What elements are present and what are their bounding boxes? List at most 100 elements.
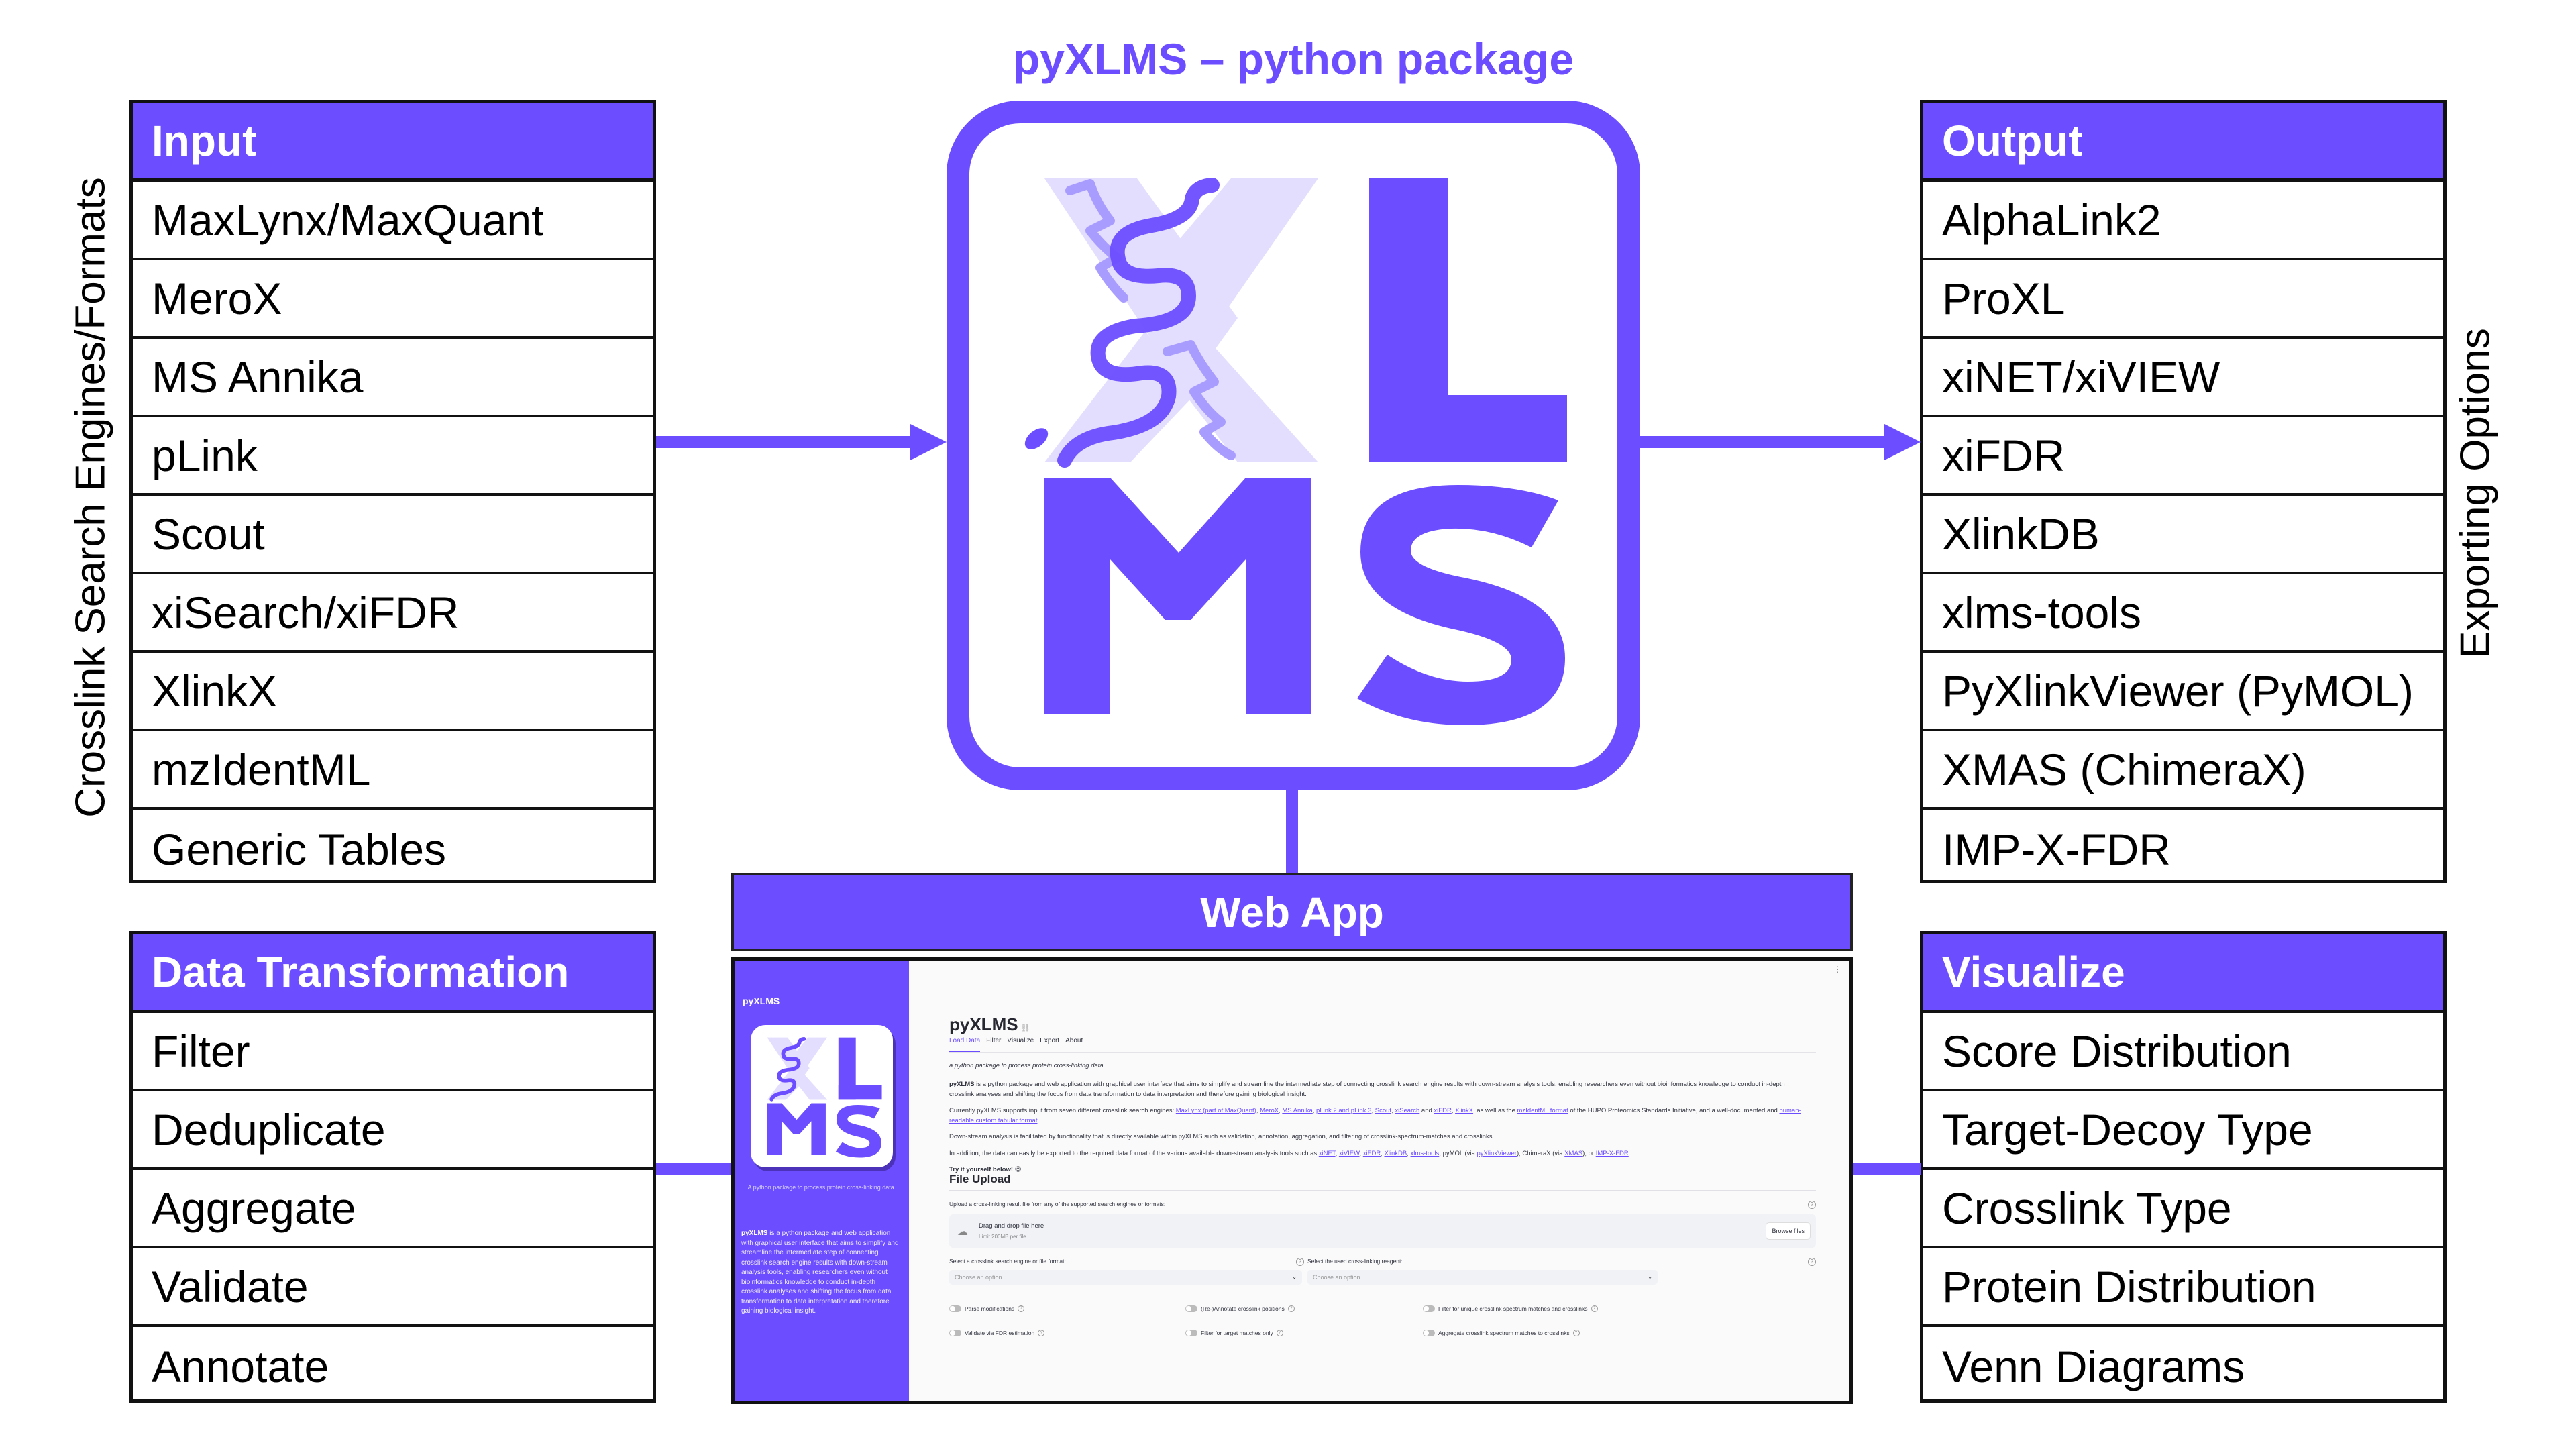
sidebar-description: pyXLMS is a python package and web appli… — [741, 1229, 902, 1317]
browse-files-button[interactable]: Browse files — [1766, 1222, 1811, 1240]
left-side-label: Crosslink Search Engines/Formats — [67, 177, 114, 818]
anchor-link-icon[interactable]: ⛓ — [1020, 1024, 1030, 1032]
help-icon[interactable]: ? — [1038, 1330, 1045, 1336]
output-item: AlphaLink2 — [1923, 182, 2443, 260]
input-item: pLink — [133, 417, 653, 496]
output-item: IMP-X-FDR — [1942, 824, 2171, 874]
toggle-aggregate[interactable]: Aggregate crosslink spectrum matches to … — [1423, 1330, 1580, 1336]
upload-help-icon[interactable]: ? — [1808, 1201, 1816, 1209]
link-pyxlinkviewer[interactable]: pyXlinkViewer — [1477, 1150, 1517, 1157]
try-it-text: Try it yourself below! 😉 — [949, 1166, 1022, 1173]
tab-filter[interactable]: Filter — [986, 1037, 1002, 1044]
link-mzidentml[interactable]: mzIdentML format — [1517, 1107, 1568, 1114]
link-xlinkx[interactable]: XlinkX — [1455, 1107, 1474, 1114]
right-side-label: Exporting Options — [2452, 328, 2499, 659]
cloud-upload-icon: ☁ — [957, 1226, 968, 1238]
link-ms-annika[interactable]: MS Annika — [1282, 1107, 1313, 1114]
input-item: XlinkX — [133, 653, 653, 731]
main-menu-icon[interactable]: ⋮ — [1833, 965, 1841, 974]
link-xisearch[interactable]: xiSearch — [1395, 1107, 1420, 1114]
chevron-down-icon: ⌄ — [1648, 1274, 1652, 1280]
link-xifdr-export[interactable]: xiFDR — [1362, 1150, 1381, 1157]
link-imp-x-fdr[interactable]: IMP-X-FDR — [1595, 1150, 1629, 1157]
dropzone-limit: Limit 200MB per file — [979, 1234, 1026, 1240]
link-scout[interactable]: Scout — [1375, 1107, 1392, 1114]
chevron-down-icon: ⌄ — [1292, 1274, 1297, 1280]
diagram-title: pyXLMS – python package — [1012, 34, 1574, 84]
transformation-to-webapp-connector — [656, 1163, 733, 1175]
tab-export[interactable]: Export — [1040, 1037, 1060, 1044]
export-prefix: In addition, the data can easily be expo… — [949, 1150, 1319, 1157]
toggle-validate-fdr[interactable]: Validate via FDR estimation? — [949, 1330, 1045, 1336]
visualize-item: Score Distribution — [1923, 1013, 2443, 1091]
help-icon[interactable]: ? — [1572, 1330, 1580, 1336]
link-xifdr[interactable]: xiFDR — [1434, 1107, 1452, 1114]
toggle-switch[interactable] — [1423, 1305, 1435, 1312]
data-transformation-item: Deduplicate — [133, 1091, 653, 1170]
link-xlinkdb[interactable]: XlinkDB — [1384, 1150, 1407, 1157]
input-item: Generic Tables — [152, 824, 447, 874]
upload-label: Upload a cross-linking result file from … — [949, 1201, 1166, 1208]
data-transformation-item: Validate — [133, 1248, 653, 1327]
export-paragraph: In addition, the data can easily be expo… — [949, 1150, 1631, 1157]
output-item: PyXlinkViewer (PyMOL) — [1923, 653, 2443, 731]
tab-about[interactable]: About — [1065, 1037, 1083, 1044]
input-item: mzIdentML — [133, 731, 653, 810]
page-title: pyXLMS⛓ — [949, 1014, 1030, 1035]
link-plink[interactable]: pLink 2 and pLink 3 — [1316, 1107, 1372, 1114]
tab-visualize[interactable]: Visualize — [1007, 1037, 1034, 1044]
select-reagent-dropdown[interactable]: Choose an option⌄ — [1307, 1270, 1658, 1285]
toggle-annotate-positions[interactable]: (Re-)Annotate crosslink positions? — [1185, 1305, 1295, 1312]
link-merox[interactable]: MeroX — [1260, 1107, 1279, 1114]
sidebar-caption: A python package to process protein cros… — [747, 1184, 896, 1191]
select-engine-dropdown[interactable]: Choose an option⌄ — [949, 1270, 1302, 1285]
file-dropzone[interactable]: ☁ Drag and drop file here Limit 200MB pe… — [949, 1214, 1816, 1248]
intro-bold: pyXLMS — [949, 1081, 975, 1088]
file-upload-heading: File Upload — [949, 1173, 1011, 1185]
pyxlms-logo — [947, 101, 1640, 790]
input-item: xiSearch/xiFDR — [133, 574, 653, 653]
data-transformation-header: Data Transformation — [133, 934, 653, 1013]
xlms-logo-icon — [767, 1036, 882, 1158]
link-xmas[interactable]: XMAS — [1564, 1150, 1583, 1157]
toggle-parse-modifications[interactable]: Parse modifications? — [949, 1305, 1025, 1312]
link-xinet[interactable]: xiNET — [1318, 1150, 1336, 1157]
select-engine-help-icon[interactable]: ? — [1296, 1258, 1304, 1266]
data-transformation-item: Annotate — [152, 1341, 329, 1391]
visualize-table: Visualize Score Distribution Target-Deco… — [1920, 931, 2447, 1403]
webapp-sidebar: pyXLMS A python package to process prote… — [735, 961, 909, 1401]
sidebar-description-bold: pyXLMS — [741, 1230, 768, 1237]
output-item: xiNET/xiVIEW — [1923, 339, 2443, 417]
tab-load-data[interactable]: Load Data — [949, 1036, 981, 1052]
toggle-switch[interactable] — [949, 1305, 961, 1312]
select-engine-label: Select a crosslink search engine or file… — [949, 1258, 1066, 1265]
engines-mid: of the HUPO Proteomics Standards Initiat… — [1568, 1107, 1780, 1114]
link-maxlynx[interactable]: MaxLynx (part of MaxQuant) — [1175, 1107, 1256, 1114]
toggle-switch[interactable] — [1185, 1330, 1197, 1336]
toggle-switch[interactable] — [949, 1330, 961, 1336]
link-xlms-tools[interactable]: xlms-tools — [1410, 1150, 1440, 1157]
help-icon[interactable]: ? — [1287, 1305, 1295, 1312]
input-table-header: Input — [133, 103, 653, 182]
tab-bar: Load Data Filter Visualize Export About — [949, 1036, 1816, 1053]
downstream-paragraph: Down-stream analysis is facilitated by f… — [949, 1133, 1495, 1140]
logo-to-webapp-connector — [1286, 785, 1298, 874]
webapp-main: ⋮ pyXLMS⛓ Load Data Filter Visualize Exp… — [909, 961, 1849, 1401]
toggle-filter-unique[interactable]: Filter for unique crosslink spectrum mat… — [1423, 1305, 1598, 1312]
input-item: MeroX — [133, 260, 653, 339]
help-icon[interactable]: ? — [1591, 1305, 1598, 1312]
link-custom-format[interactable]: human-readable custom tabular format — [949, 1107, 1801, 1124]
input-item: Scout — [133, 496, 653, 574]
intro-text: is a python package and web application … — [949, 1081, 1785, 1098]
data-transformation-item: Aggregate — [133, 1170, 653, 1248]
visualize-item: Crosslink Type — [1923, 1170, 2443, 1248]
help-icon[interactable]: ? — [1018, 1305, 1025, 1312]
toggle-target-only[interactable]: Filter for target matches only? — [1185, 1330, 1283, 1336]
help-icon[interactable]: ? — [1276, 1330, 1283, 1336]
toggle-switch[interactable] — [1185, 1305, 1197, 1312]
link-xiview[interactable]: xiVIEW — [1338, 1150, 1360, 1157]
select-reagent-help-icon[interactable]: ? — [1808, 1258, 1816, 1266]
engines-prefix: Currently pyXLMS supports input from sev… — [949, 1107, 1176, 1114]
toggle-label: Validate via FDR estimation — [965, 1330, 1035, 1336]
toggle-switch[interactable] — [1423, 1330, 1435, 1336]
